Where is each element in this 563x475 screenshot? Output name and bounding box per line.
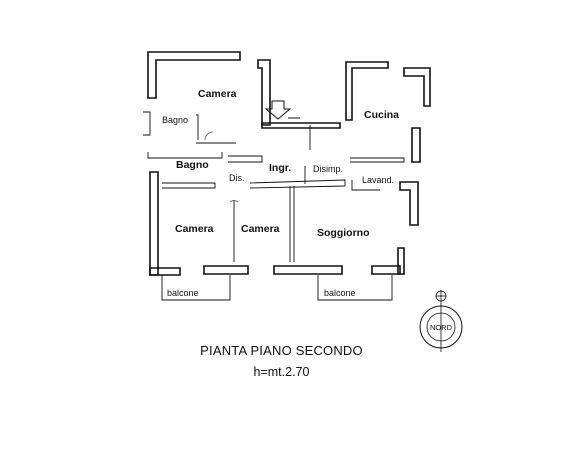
room-label-ingr: Ingr. [269, 162, 291, 174]
wall-segment [257, 59, 271, 126]
door-swing [204, 131, 214, 141]
compass-outer-ring [419, 305, 463, 349]
wall-segment [397, 247, 405, 275]
compass: NORD [419, 290, 463, 352]
wall-segment [261, 122, 341, 129]
room-label-camera-left: Camera [175, 223, 214, 235]
balcony-outline [317, 275, 393, 301]
wall-segment [288, 117, 311, 150]
wall-segment [147, 152, 223, 159]
room-label-dis: Dis. [229, 173, 245, 183]
ceiling-height-note: h=mt.2.70 [253, 365, 310, 379]
compass-label: NORD [430, 323, 453, 332]
plan-title: PIANTA PIANO SECONDO [200, 343, 363, 358]
wall-segment [399, 181, 419, 226]
wall-segment [351, 180, 380, 191]
wall-segment [371, 265, 401, 275]
wall-segment [162, 182, 216, 189]
room-label-bagno: Bagno [176, 159, 209, 171]
wall-segment [411, 127, 421, 163]
wall-segment [149, 171, 159, 276]
room-label-disimp: Disimp. [313, 164, 343, 174]
compass-inner-ring [426, 312, 456, 342]
entrance-arrow-icon [264, 100, 292, 120]
wall-segment [196, 114, 199, 140]
wall-segment [350, 157, 405, 163]
wall-segment [149, 267, 181, 276]
room-label-soggiorno: Soggiorno [317, 227, 370, 239]
wall-segment [249, 179, 346, 189]
walls [143, 51, 431, 301]
wall-segment [228, 155, 263, 163]
wall-segment [403, 67, 431, 107]
room-label-camera-mid: Camera [241, 223, 280, 235]
balcony-label-right: balcone [324, 288, 356, 298]
room-label-lavand: Lavand. [362, 175, 394, 185]
balcony-label-left: balcone [167, 288, 199, 298]
room-label-camera-top: Camera [198, 88, 237, 100]
room-label-bagno-small: Bagno [162, 115, 188, 125]
balcony-outline [161, 275, 231, 301]
wall-segment [147, 51, 241, 99]
room-label-cucina: Cucina [364, 109, 399, 121]
wall-segment [345, 61, 389, 121]
wall-segment [289, 186, 295, 262]
wall-segment [273, 265, 343, 275]
door-swing [229, 200, 239, 203]
wall-segment [203, 265, 249, 275]
wall-segment [143, 111, 151, 136]
